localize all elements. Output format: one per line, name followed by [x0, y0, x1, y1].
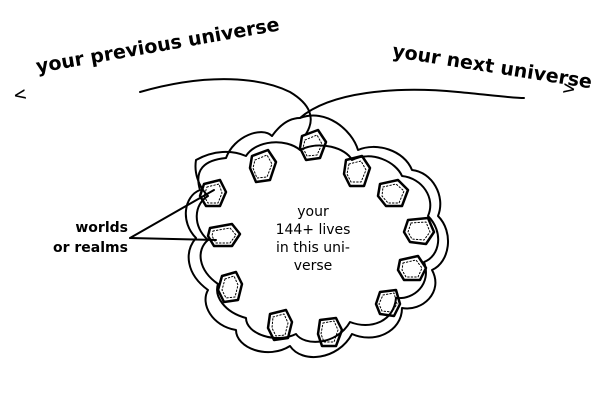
world-blob: [402, 216, 436, 246]
world-blob-dots: [203, 134, 431, 343]
world-blob: [316, 316, 344, 348]
world-blob: [266, 308, 294, 342]
world-blobs: [198, 128, 436, 348]
world-blob: [376, 178, 410, 208]
next-universe-thread: [299, 88, 525, 119]
center-lives-label: your 144+ lives in this uni- verse: [275, 204, 351, 274]
world-blob: [248, 148, 278, 184]
world-blob: [198, 178, 228, 208]
world-blob: [298, 128, 328, 162]
universe-outline-main: [184, 114, 450, 359]
worlds-or-realms-label: worlds or realms: [53, 220, 128, 256]
world-blob: [342, 154, 372, 188]
world-blob: [206, 222, 242, 248]
previous-universe-thread: [139, 78, 312, 135]
world-blob: [374, 288, 402, 318]
world-blob: [216, 270, 244, 304]
pointer-line-lower: [129, 237, 217, 241]
world-blob: [396, 254, 428, 282]
